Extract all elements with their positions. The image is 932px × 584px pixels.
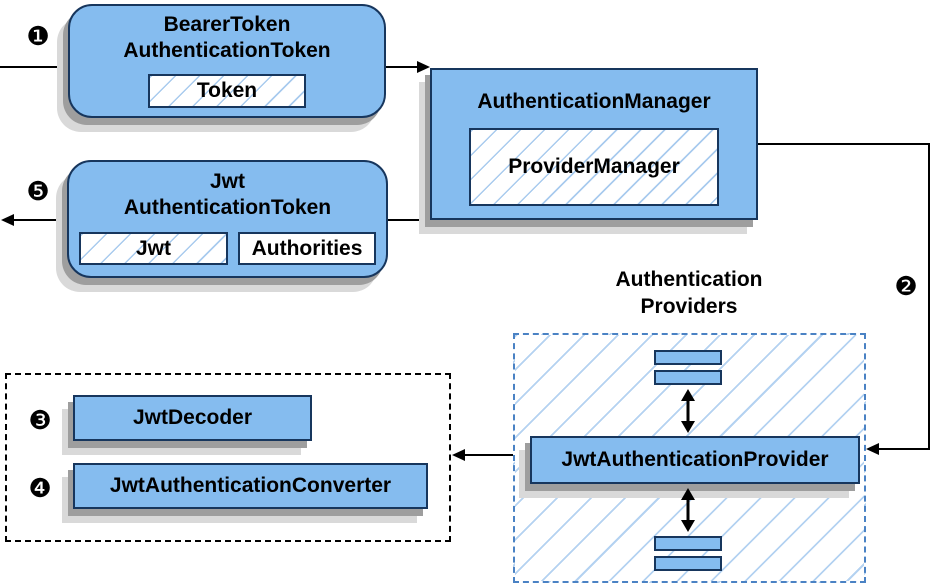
token-field: Token [148, 74, 306, 108]
providers-group-label: Authentication Providers [564, 266, 814, 320]
provider-placeholder-bar [654, 350, 722, 365]
bearer-token-title-line1: BearerToken [163, 13, 291, 36]
double-arrow-icon [681, 488, 695, 532]
provider-to-converters-line [464, 454, 529, 456]
bearer-token-title-line2: AuthenticationToken [123, 39, 331, 62]
provider-manager-field: ProviderManager [469, 128, 719, 206]
authentication-manager-node: AuthenticationManager ProviderManager [430, 68, 758, 220]
jwt-field: Jwt [79, 232, 228, 265]
arrow-right-icon [417, 61, 430, 73]
double-arrow-icon [681, 389, 695, 433]
arrow-left-icon [866, 443, 879, 455]
provider-placeholder-bar [654, 536, 722, 551]
providers-label-line2: Providers [640, 295, 738, 318]
provider-placeholder-bar [654, 556, 722, 571]
manager-to-provider-line-vertical [928, 143, 930, 450]
manager-to-jwt-token-line [388, 219, 432, 221]
jwt-authentication-converter-node: JwtAuthenticationConverter [73, 463, 428, 509]
node-title: Jwt AuthenticationToken [69, 169, 386, 221]
jwt-authentication-provider-node: JwtAuthenticationProvider [530, 436, 860, 484]
jwt-authentication-token-node: Jwt AuthenticationToken Jwt Authorities [67, 160, 388, 278]
jwt-token-title-line1: Jwt [209, 170, 245, 193]
providers-label-line1: Authentication [615, 268, 763, 291]
step-2-badge: ❷ [894, 272, 918, 302]
step-1-badge: ❶ [26, 22, 50, 52]
step-3-badge: ❸ [28, 406, 52, 436]
incoming-request-line [0, 66, 67, 68]
manager-to-provider-line-top [758, 143, 930, 145]
authentication-providers-region: JwtAuthenticationProvider [513, 333, 866, 583]
outgoing-result-line [13, 219, 67, 221]
arrow-left-icon [1, 214, 14, 226]
jwt-token-title-line2: AuthenticationToken [123, 196, 332, 219]
authentication-manager-title: AuthenticationManager [477, 90, 711, 113]
authorities-field: Authorities [238, 232, 376, 265]
arrow-left-icon [452, 449, 465, 461]
provider-placeholder-bar [654, 370, 722, 385]
step-4-badge: ❹ [28, 474, 52, 504]
bearer-token-authentication-token-node: BearerToken AuthenticationToken Token [68, 4, 386, 118]
step-5-badge: ❺ [26, 177, 50, 207]
bearer-to-manager-line [385, 66, 419, 68]
decoder-converter-region: JwtDecoder JwtAuthenticationConverter [5, 373, 451, 542]
manager-to-provider-line-bottom [878, 448, 930, 450]
jwt-decoder-node: JwtDecoder [73, 395, 312, 441]
node-title: BearerToken AuthenticationToken [70, 12, 384, 64]
